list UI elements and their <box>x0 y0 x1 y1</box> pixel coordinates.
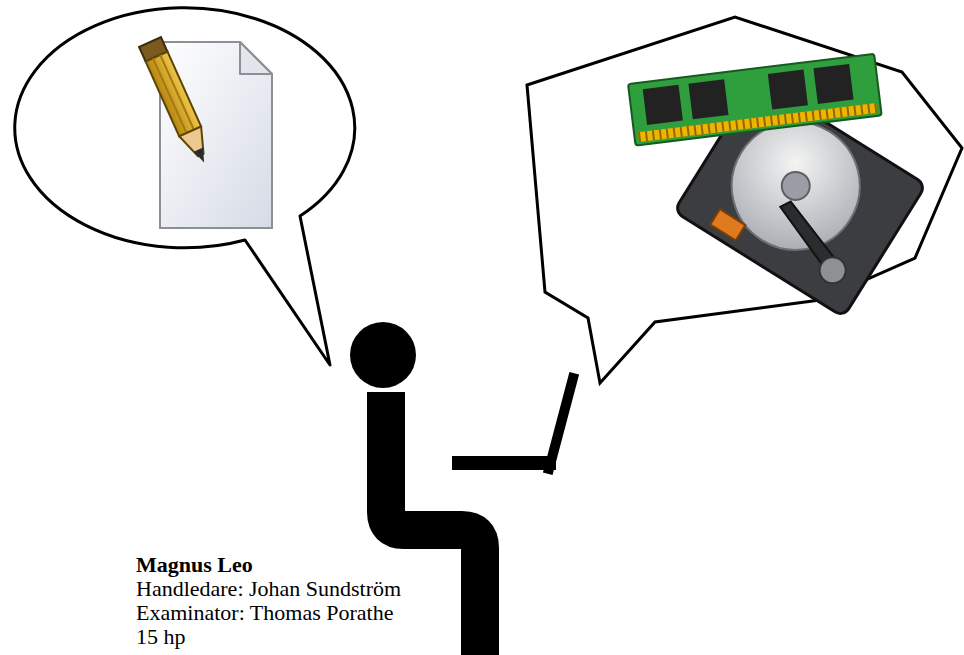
person-arm <box>452 456 556 470</box>
pencil-stripe <box>153 58 187 133</box>
examiner-line: Examinator: Thomas Porathe <box>136 601 393 625</box>
disk-pivot <box>815 252 851 288</box>
document-icon <box>160 42 272 228</box>
credits-line: 15 hp <box>136 625 186 649</box>
memory-pin-gaps <box>639 108 877 137</box>
memory-chip <box>688 79 728 119</box>
memory-board <box>628 54 882 146</box>
memory-chip <box>768 69 808 109</box>
pencil-lead <box>194 148 209 165</box>
speech-bubble <box>15 8 355 365</box>
paper-sheet <box>160 42 272 228</box>
pencil-icon <box>139 37 215 167</box>
person-body <box>386 392 480 655</box>
supervisor-line: Handledare: Johan Sundström <box>136 577 401 601</box>
memory-chip <box>813 64 853 104</box>
pencil-wood <box>179 126 212 160</box>
person-head <box>350 322 416 388</box>
paper-fold <box>240 42 272 74</box>
author-name: Magnus Leo <box>136 553 253 577</box>
memory-icon <box>628 54 882 146</box>
laptop-screen <box>549 378 573 469</box>
memory-chip <box>643 85 683 125</box>
pencil-stripe <box>160 55 194 130</box>
speech-bubble <box>527 17 962 383</box>
disk-spindle <box>776 167 815 206</box>
memory-pins <box>639 108 877 137</box>
disk-connector <box>710 209 745 240</box>
pencil-body <box>146 52 202 137</box>
